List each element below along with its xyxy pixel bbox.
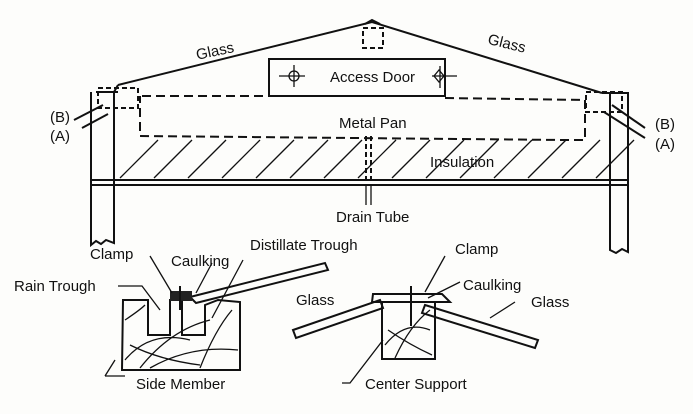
ridge-support-hidden bbox=[362, 27, 384, 49]
leader-clamp bbox=[149, 255, 173, 294]
leader-caulking bbox=[195, 262, 213, 294]
hatch-line bbox=[119, 139, 159, 179]
hatch-line bbox=[187, 139, 227, 179]
label-distillate-trough: Distillate Trough bbox=[250, 237, 358, 254]
label-glass-side: Glass bbox=[296, 292, 334, 309]
label-access-door: Access Door bbox=[330, 69, 415, 86]
hatch-line bbox=[323, 139, 363, 179]
label-b-right: (B) bbox=[655, 116, 675, 133]
right-post bbox=[602, 92, 629, 255]
hatch-line bbox=[289, 139, 329, 179]
label-caulking-center: Caulking bbox=[463, 277, 521, 294]
label-center-support: Center Support bbox=[365, 376, 468, 393]
main-cross-section bbox=[73, 18, 646, 255]
metal-pan-outline bbox=[139, 95, 586, 141]
leader-side-member bbox=[104, 359, 125, 377]
leader-rain-trough bbox=[118, 285, 161, 311]
label-b-left: (B) bbox=[50, 109, 70, 126]
glass-edge-b-left bbox=[73, 104, 104, 121]
leader-clamp-center bbox=[424, 255, 446, 293]
hatch-line bbox=[255, 139, 295, 179]
hatch-line bbox=[459, 139, 499, 179]
leader-center-support bbox=[342, 339, 384, 384]
label-insulation: Insulation bbox=[430, 154, 494, 171]
roof-glass-line bbox=[117, 20, 603, 94]
label-glass-right: Glass bbox=[486, 31, 527, 57]
latch-icon-right bbox=[432, 66, 457, 88]
label-clamp-center: Clamp bbox=[455, 241, 498, 258]
latch-icon-left bbox=[279, 65, 305, 87]
hatch-line bbox=[595, 139, 635, 179]
label-metal-pan: Metal Pan bbox=[339, 115, 407, 132]
hatch-line bbox=[221, 139, 261, 179]
center-clamp-plate bbox=[370, 293, 453, 303]
side-glass-panel bbox=[188, 261, 330, 305]
access-door-panel bbox=[268, 58, 446, 97]
hatch-line bbox=[493, 139, 533, 179]
center-support-block bbox=[381, 301, 436, 360]
label-drain-tube: Drain Tube bbox=[336, 209, 409, 226]
wood-grain bbox=[124, 304, 239, 369]
hatch-line bbox=[153, 139, 193, 179]
center-glass-right bbox=[420, 303, 540, 350]
center-wood-grain bbox=[384, 309, 433, 359]
center-support-detail bbox=[291, 255, 540, 384]
glass-edge-a-right bbox=[603, 111, 646, 139]
glass-edge-b-right bbox=[611, 104, 646, 129]
glass-edge-a-left bbox=[81, 113, 109, 129]
hatch-line bbox=[391, 139, 431, 179]
leader-glass-center bbox=[489, 301, 516, 319]
hatch-line bbox=[425, 139, 465, 179]
side-member-block bbox=[120, 298, 241, 371]
label-glass-left: Glass bbox=[195, 39, 236, 64]
hatch-line bbox=[357, 139, 397, 179]
hatch-line bbox=[527, 139, 567, 179]
label-side-member: Side Member bbox=[136, 376, 225, 393]
label-rain-trough: Rain Trough bbox=[14, 278, 96, 295]
side-member-detail bbox=[104, 255, 330, 377]
leader-distillate-trough bbox=[211, 259, 244, 319]
label-a-left: (A) bbox=[50, 128, 70, 145]
ridge-cap bbox=[364, 18, 381, 25]
label-caulking-side: Caulking bbox=[171, 253, 229, 270]
hatch-line bbox=[561, 139, 601, 179]
label-clamp-side: Clamp bbox=[90, 246, 133, 263]
label-a-right: (A) bbox=[655, 136, 675, 153]
label-glass-center: Glass bbox=[531, 294, 569, 311]
insulation-hatch bbox=[119, 139, 635, 179]
leader-caulking-center bbox=[427, 281, 461, 299]
left-post bbox=[90, 84, 119, 248]
